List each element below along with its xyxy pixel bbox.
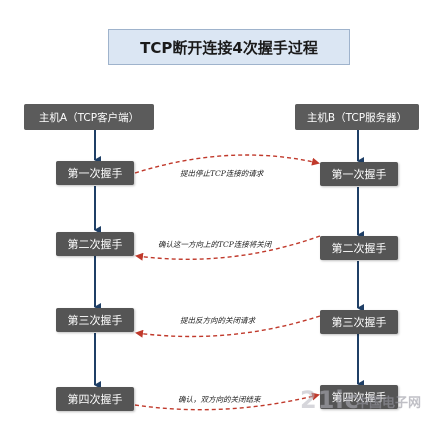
diagram-title: TCP断开连接4次握手过程 bbox=[108, 29, 350, 65]
msg-arrow-1 bbox=[134, 154, 320, 174]
client-step-2: 第二次握手 bbox=[56, 232, 134, 256]
message-1: 提出停止TCP连接的请求 bbox=[180, 169, 264, 178]
client-step-3: 第三次握手 bbox=[56, 308, 134, 332]
host-b-label: 主机B（TCP服务器） bbox=[295, 104, 419, 130]
message-4: 确认，双方向的关闭结束 bbox=[178, 395, 261, 404]
msg-arrow-3 bbox=[135, 315, 321, 338]
watermark-sub-text: 中国电子网 bbox=[356, 396, 422, 411]
server-step-4: 第四次握手 bbox=[320, 385, 398, 409]
msg-arrow-4 bbox=[134, 392, 320, 411]
watermark-main-text: 21ic bbox=[300, 386, 360, 414]
host-a-label: 主机A（TCP客户端） bbox=[24, 104, 154, 130]
server-step-1: 第一次握手 bbox=[320, 162, 398, 186]
site-watermark-logo: 21ic 中国电子网 bbox=[292, 382, 428, 426]
server-step-2: 第二次握手 bbox=[320, 236, 398, 260]
message-3: 提出反方向的关闭请求 bbox=[180, 316, 255, 325]
client-step-4: 第四次握手 bbox=[56, 387, 134, 411]
client-step-1: 第一次握手 bbox=[56, 161, 134, 185]
message-2: 确认这一方向上的TCP连接将关闭 bbox=[158, 240, 272, 249]
server-step-3: 第三次握手 bbox=[320, 310, 398, 334]
msg-arrow-2 bbox=[135, 235, 321, 261]
